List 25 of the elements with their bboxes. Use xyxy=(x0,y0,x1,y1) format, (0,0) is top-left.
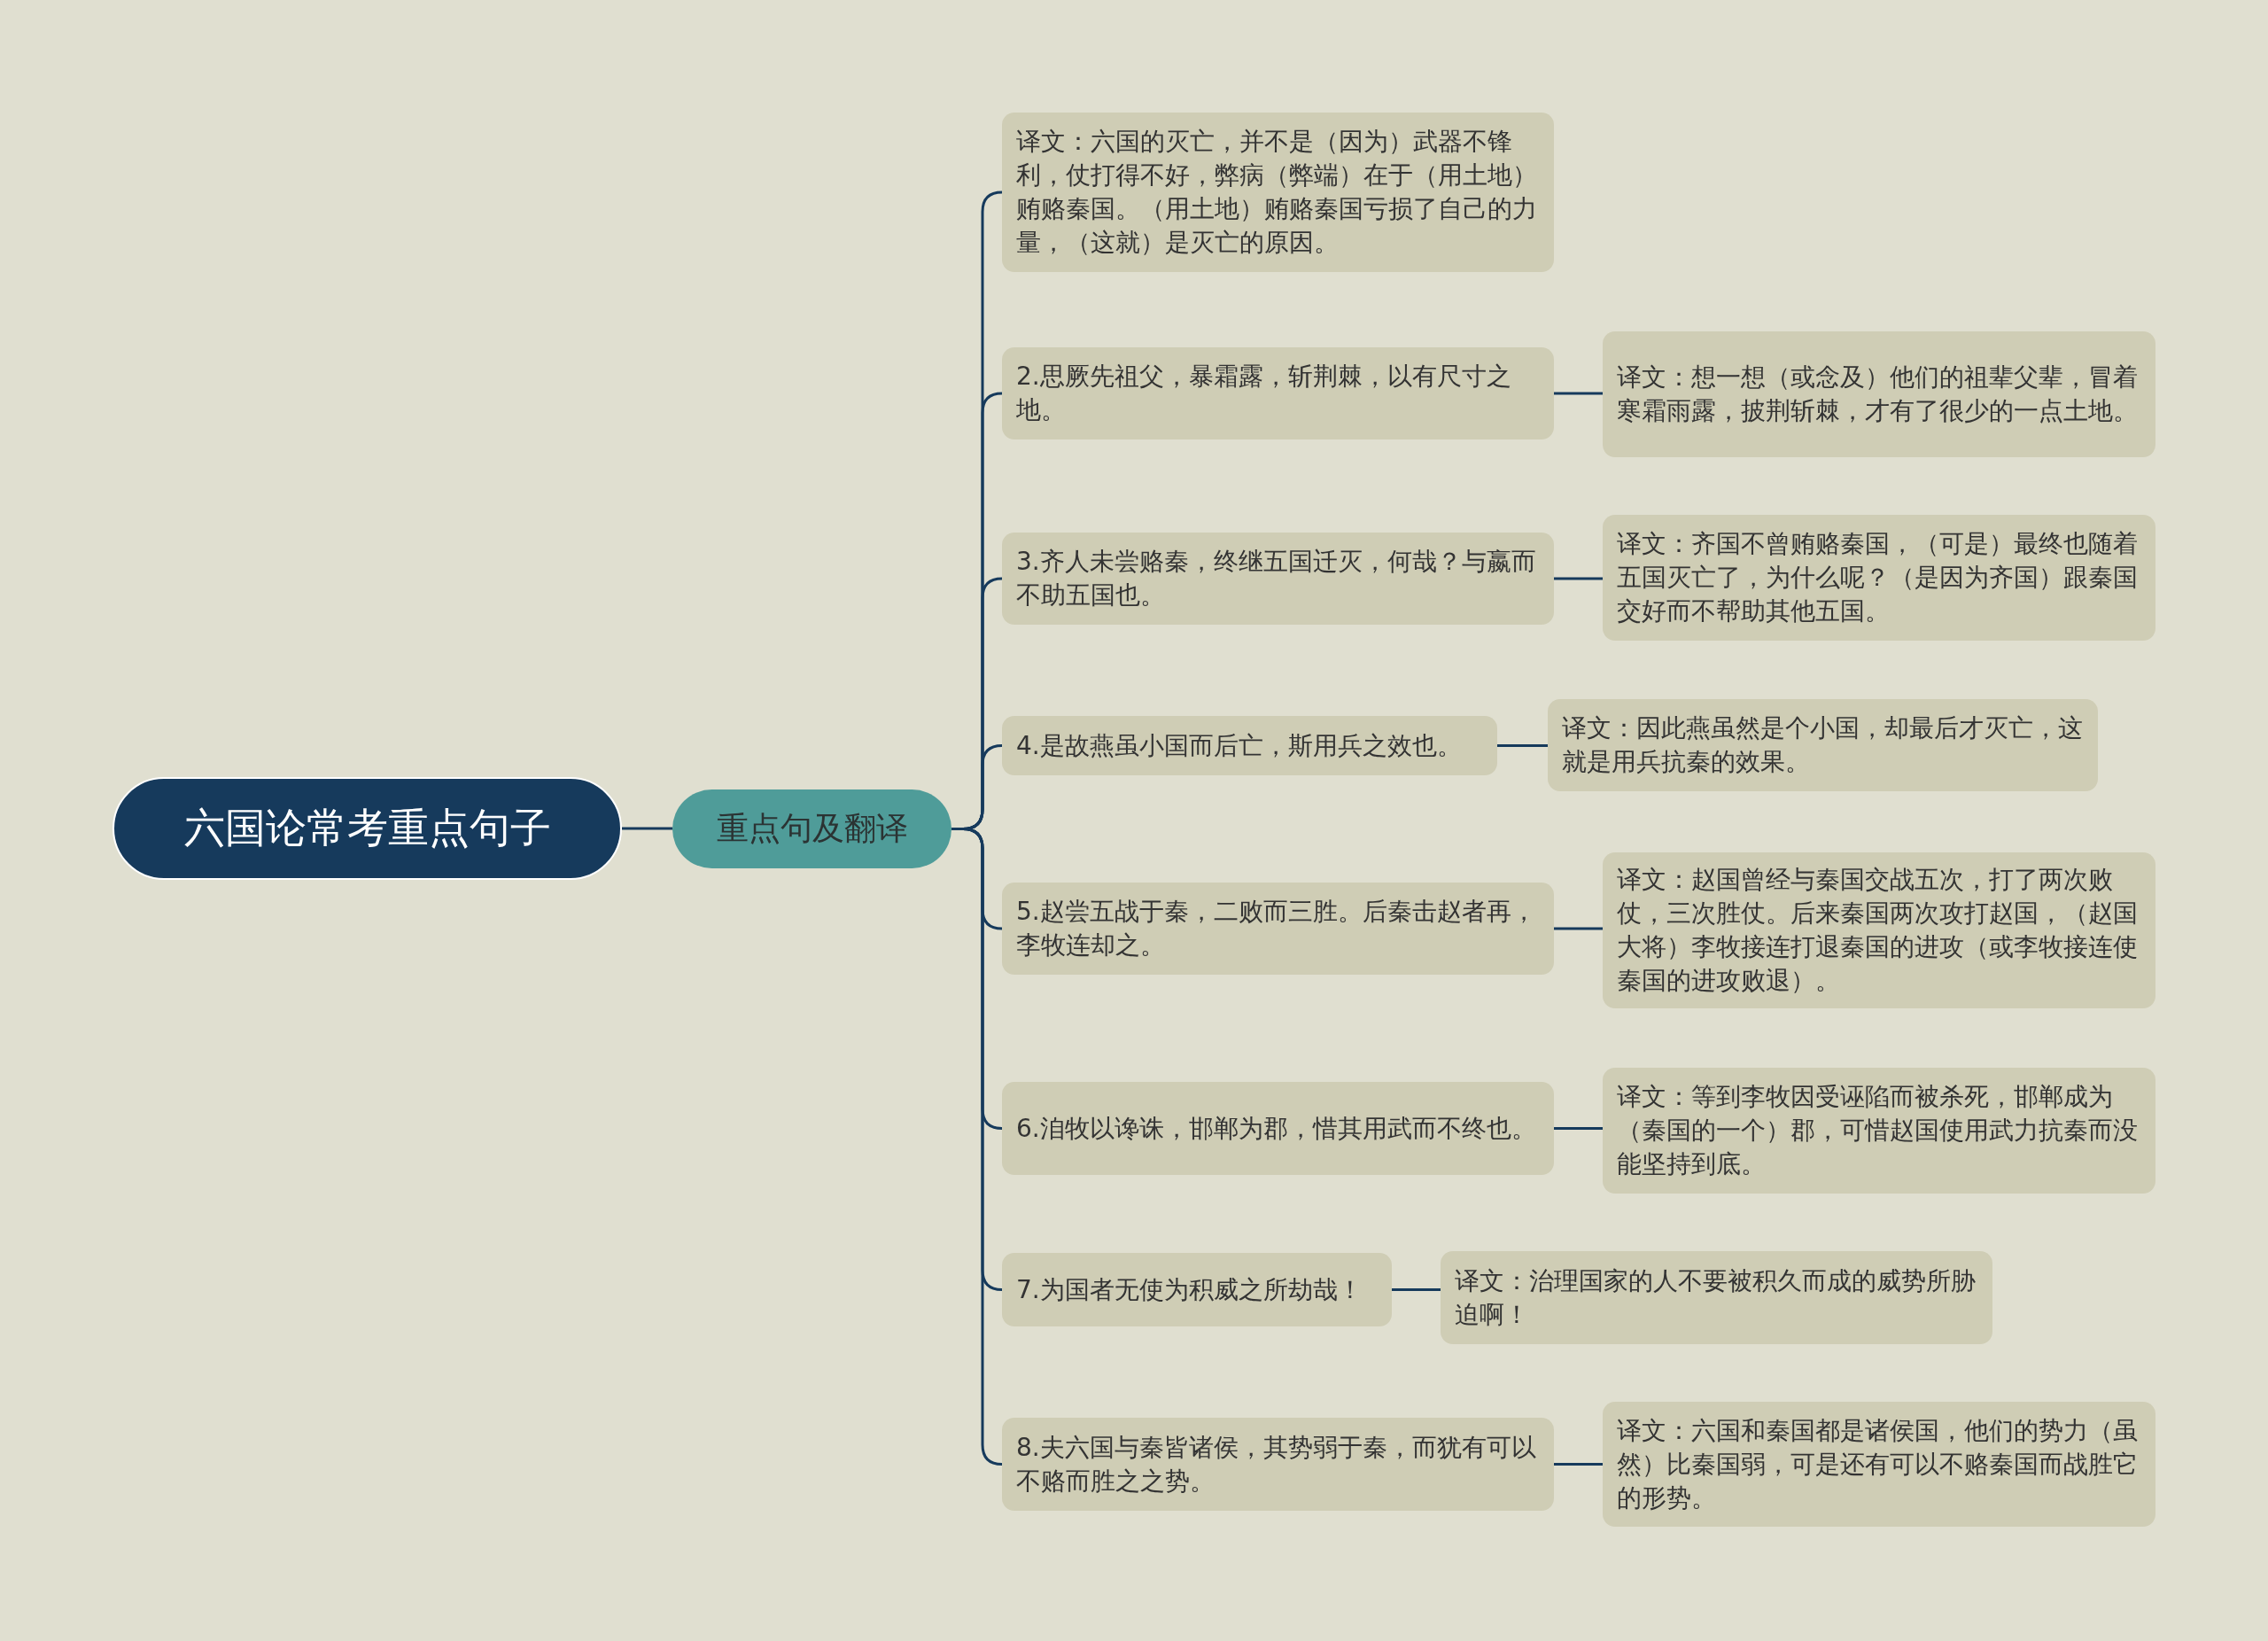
text-box: 6.洎牧以谗诛，邯郸为郡，惜其用武而不终也。 xyxy=(1002,1082,1554,1175)
text-box: 译文：六国的灭亡，并不是（因为）武器不锋利，仗打得不好，弊病（弊端）在于（用土地）贿赂秦国。（用土地）贿赂秦国亏损了自己的力量，（这就）是灭亡的原因。 xyxy=(1002,113,1554,272)
connector-line xyxy=(1554,392,1603,395)
text-box: 译文：因此燕虽然是个小国，却最后才灭亡，这就是用兵抗秦的效果。 xyxy=(1548,699,2098,791)
text-box: 2.思厥先祖父，暴霜露，斩荆棘，以有尺寸之地。 xyxy=(1002,347,1554,439)
text-box: 7.为国者无使为积威之所劫哉！ xyxy=(1002,1253,1392,1326)
text-box: 5.赵尝五战于秦，二败而三胜。后秦击赵者再，李牧连却之。 xyxy=(1002,883,1554,975)
text-box: 译文：六国和秦国都是诸侯国，他们的势力（虽然）比秦国弱，可是还有可以不赂秦国而战胜它的形势。 xyxy=(1603,1402,2155,1527)
connector-line xyxy=(1554,577,1603,580)
connector-line xyxy=(1497,744,1548,747)
connector-line xyxy=(1554,927,1603,930)
text-box: 8.夫六国与秦皆诸侯，其势弱于秦，而犹有可以不赂而胜之之势。 xyxy=(1002,1418,1554,1511)
text-box: 译文：赵国曾经与秦国交战五次，打了两次败仗，三次胜仗。后来秦国两次攻打赵国，（赵国大将）李牧接连打退秦国的进攻（或李牧接连使秦国的进攻败退）。 xyxy=(1603,852,2155,1008)
text-box: 3.齐人未尝赂秦，终继五国迁灭，何哉？与嬴而不助五国也。 xyxy=(1002,533,1554,625)
text-box: 译文：治理国家的人不要被积久而成的威势所胁迫啊！ xyxy=(1441,1251,1992,1344)
text-box: 译文：等到李牧因受诬陷而被杀死，邯郸成为（秦国的一个）郡，可惜赵国使用武力抗秦而没能坚持到底。 xyxy=(1603,1068,2155,1194)
connector-line xyxy=(1554,1463,1603,1466)
connector-line xyxy=(622,827,672,830)
connector-line xyxy=(1554,1127,1603,1130)
text-box: 4.是故燕虽小国而后亡，斯用兵之效也。 xyxy=(1002,716,1497,775)
branch-topic: 重点句及翻译 xyxy=(672,789,951,868)
text-box: 译文：想一想（或念及）他们的祖辈父辈，冒着寒霜雨露，披荆斩棘，才有了很少的一点土地。 xyxy=(1603,331,2155,457)
central-topic: 六国论常考重点句子 xyxy=(113,777,622,880)
connector-line xyxy=(1392,1288,1441,1291)
text-box: 译文：齐国不曾贿赂秦国，（可是）最终也随着五国灭亡了，为什么呢？（是因为齐国）跟秦国交好而不帮助其他五国。 xyxy=(1603,515,2155,641)
